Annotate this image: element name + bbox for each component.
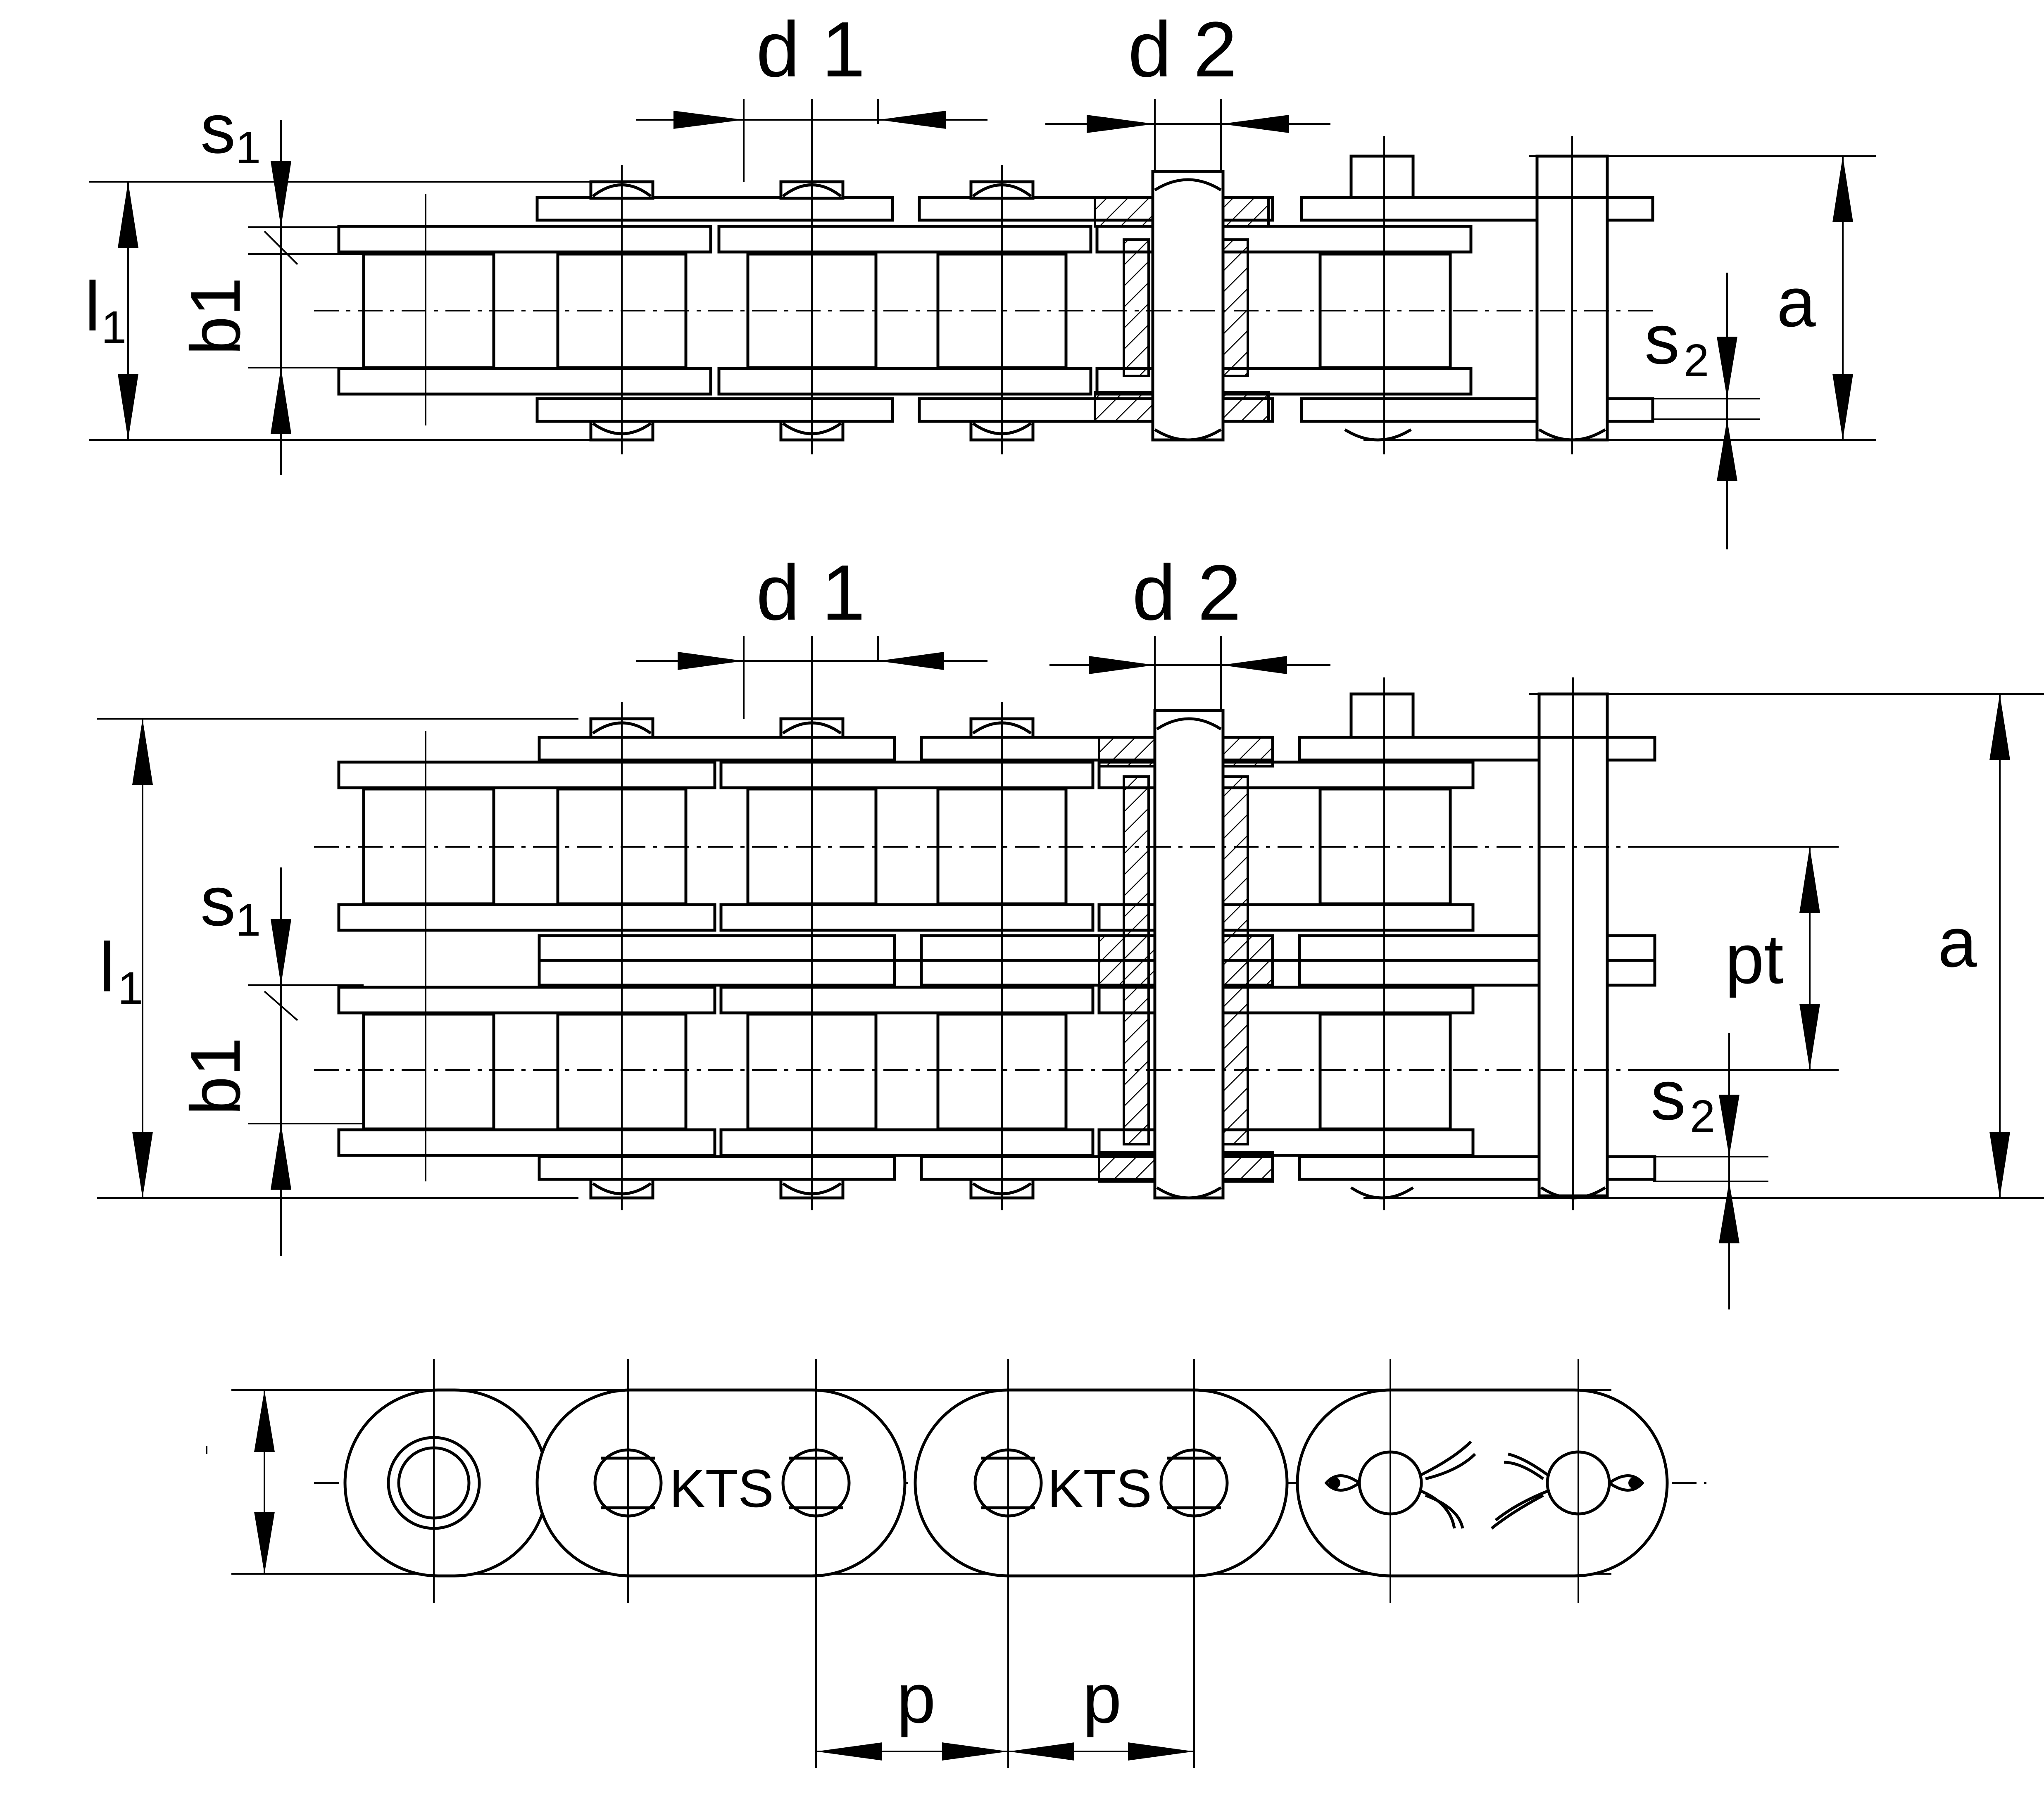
b1-label: b1: [176, 277, 255, 355]
s1-subscript: 1: [236, 122, 261, 173]
side-view-labels: KTS KTS p p: [669, 1458, 1152, 1738]
pt-label: pt: [1725, 920, 1784, 998]
d2-label: d 2: [1132, 549, 1241, 637]
l1-label: l: [85, 267, 100, 346]
simplex-labels: d 1 d 2 s 1 l 1 b1 a s 2: [85, 6, 1816, 386]
pitch-label-1: p: [897, 1659, 936, 1738]
d2-label: d 2: [1128, 6, 1237, 93]
plate-mark-2: KTS: [1047, 1458, 1152, 1518]
l1-subscript: 1: [101, 302, 126, 353]
side-view: [206, 1359, 1706, 1768]
plate-mark-1: KTS: [669, 1458, 774, 1518]
duplex-chain-view: [97, 636, 2044, 1309]
s2-subscript: 2: [1690, 1091, 1715, 1142]
l1-label: l: [99, 928, 115, 1007]
b1-label: b1: [176, 1037, 255, 1115]
s1-subscript: 1: [236, 895, 261, 946]
l1-subscript: 1: [118, 963, 143, 1014]
pitch-label-2: p: [1083, 1659, 1122, 1738]
s2-label: s: [1644, 300, 1680, 379]
a-label: a: [1938, 903, 1977, 982]
s2-label: s: [1651, 1056, 1686, 1135]
duplex-labels: d 1 d 2 s 1 l 1 b1 a pt s 2: [99, 549, 1977, 1142]
a-label: a: [1777, 263, 1816, 342]
d1-label: d 1: [756, 549, 865, 637]
d1-label: d 1: [756, 6, 865, 93]
s2-subscript: 2: [1684, 335, 1709, 386]
simplex-chain-view: [89, 99, 1876, 549]
s1-label: s: [200, 90, 236, 168]
s1-label: s: [200, 862, 236, 941]
